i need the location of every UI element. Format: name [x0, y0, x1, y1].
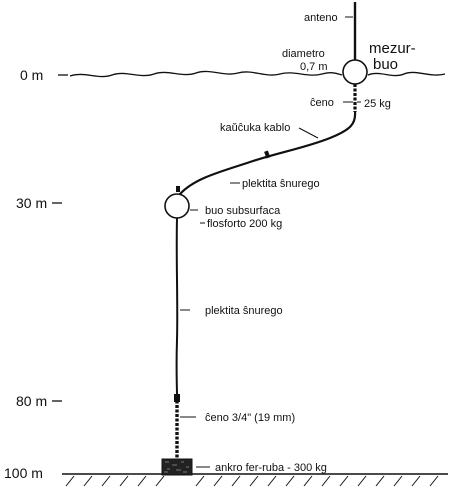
cable-joint-1 — [264, 150, 271, 159]
sea-floor — [62, 473, 448, 487]
rubber-cable — [179, 111, 357, 195]
label-antenna: anteno — [304, 12, 338, 24]
subsurface-buoy — [164, 193, 190, 219]
label-chain-top: ĉeno — [310, 97, 334, 109]
braided-rope-lower — [175, 217, 179, 397]
leader-rubber-cable — [298, 127, 319, 139]
surface-buoy — [342, 59, 368, 85]
label-surface-buoy-line1: mezur- — [369, 40, 416, 57]
label-subsurface-buoy-line2: flosforto 200 kg — [207, 218, 282, 230]
label-braided-rope-lower: plektita ŝnurego — [205, 305, 283, 317]
chain-bottom-shackle — [174, 394, 180, 402]
label-diameter: diametro — [282, 48, 325, 60]
sea-surface — [69, 70, 446, 78]
depth-label-80: 80 m — [16, 393, 47, 409]
label-braided-rope-upper: plektita ŝnurego — [242, 178, 320, 190]
label-chain-bottom: ĉeno 3/4" (19 mm) — [205, 412, 295, 424]
anchor-block — [161, 458, 193, 476]
label-diameter-value: 0,7 m — [300, 61, 328, 73]
label-anchor: ankro fer-ruba - 300 kg — [215, 462, 327, 474]
depth-label-0: 0 m — [20, 67, 43, 83]
label-subsurface-buoy-line1: buo subsurfaca — [205, 205, 281, 217]
depth-label-100: 100 m — [4, 465, 43, 481]
label-rubber-cable: kaŭĉuka kablo — [220, 122, 290, 134]
label-chain-top-weight: 25 kg — [364, 98, 391, 110]
depth-label-30: 30 m — [16, 195, 47, 211]
label-surface-buoy-line2: buo — [373, 56, 398, 73]
cable-joint-2 — [176, 186, 180, 192]
